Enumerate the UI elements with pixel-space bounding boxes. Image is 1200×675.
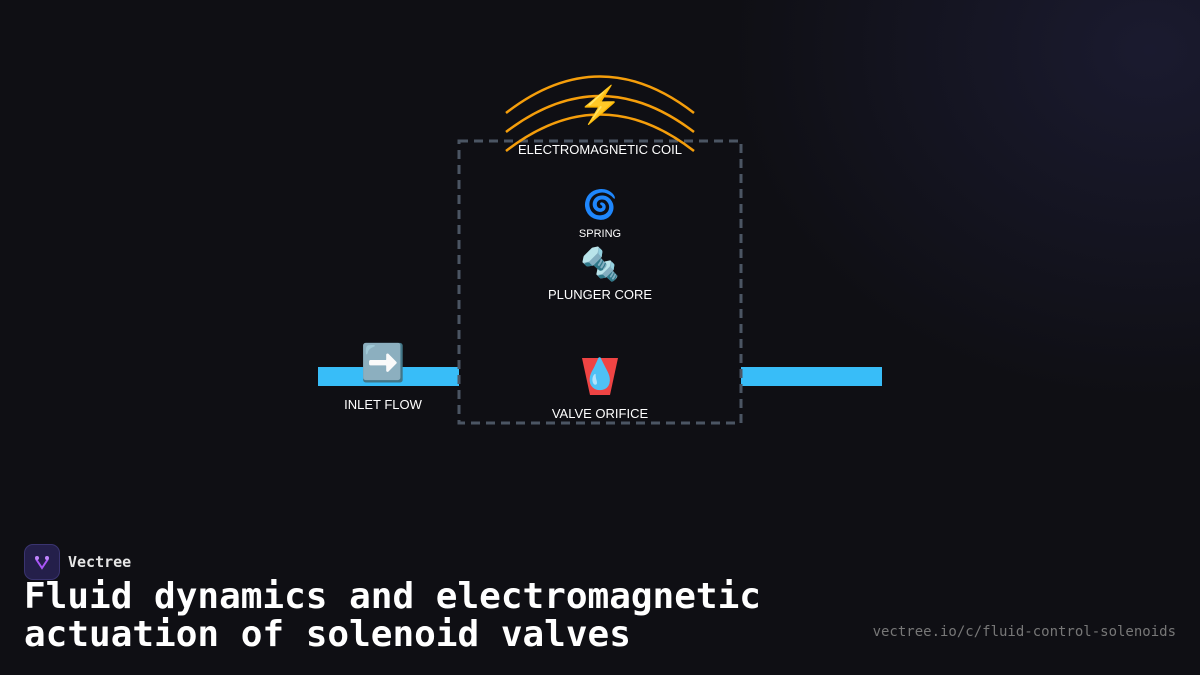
spring-label: SPRING [578, 228, 622, 240]
coil-label: ELECTROMAGNETIC COIL [518, 142, 682, 157]
outlet-pipe [741, 367, 882, 386]
inlet-pipe [318, 367, 459, 386]
spiral-icon: 🌀 [582, 189, 618, 220]
arrow-right-icon: ➡️ [360, 342, 406, 383]
title-line-2: actuation of solenoid valves [24, 614, 631, 655]
source-url: vectree.io/c/fluid-control-solenoids [872, 624, 1176, 640]
inlet-label: INLET FLOW [344, 397, 422, 412]
brand-name: Vectree [68, 553, 132, 571]
coil-windings [505, 75, 695, 152]
valve-housing [457, 139, 743, 425]
bolt-icon: 🔩 [580, 246, 620, 282]
plunger-label: PLUNGER CORE [547, 287, 653, 302]
title-line-1: Fluid dynamics and electromagnetic [24, 576, 761, 617]
orifice-shape [582, 358, 618, 395]
droplet-icon: 💧 [581, 358, 619, 391]
lightning-icon: ⚡ [577, 84, 623, 125]
brand: Vectree [24, 544, 131, 580]
orifice-label: VALVE ORIFICE [551, 406, 649, 421]
vectree-logo-icon [24, 544, 60, 580]
page-title: Fluid dynamics and electromagnetic actua… [24, 578, 761, 654]
